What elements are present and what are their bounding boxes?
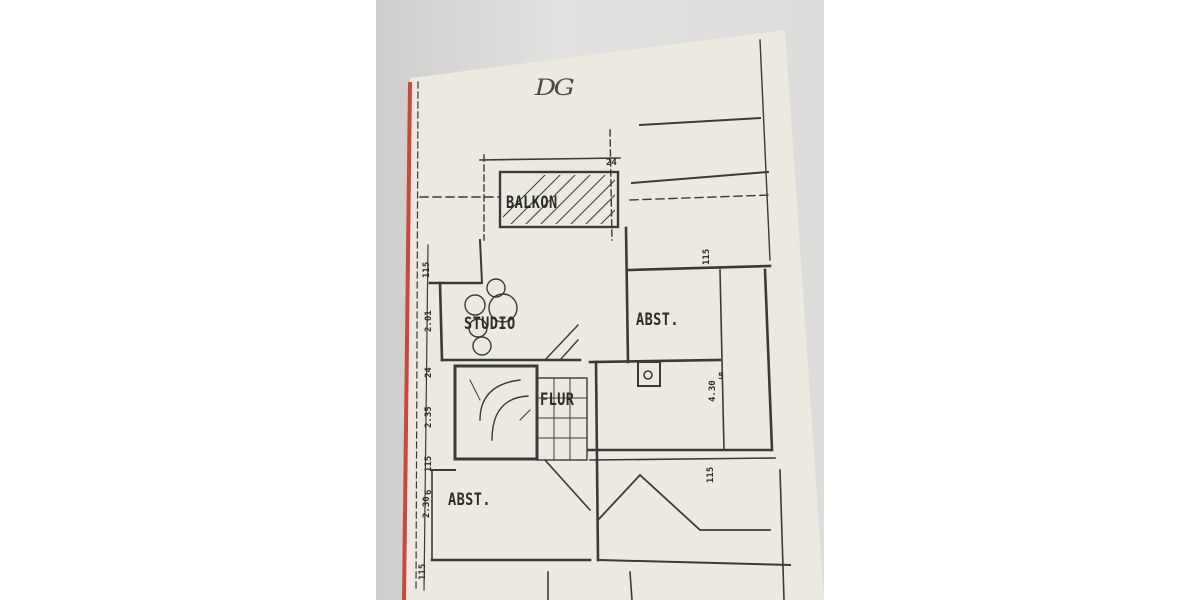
dim-115-right-bottom: 115 bbox=[706, 466, 716, 483]
dim-24-balkon: 24 bbox=[606, 158, 617, 168]
dim-5: 5 bbox=[718, 372, 724, 382]
floor-title: DG bbox=[534, 76, 575, 101]
dim-115-mid-left: 115 bbox=[424, 455, 434, 472]
room-label-flur: FLUR bbox=[540, 390, 575, 410]
dim-24: 24 bbox=[424, 367, 434, 378]
dim-4-30: 4.30 bbox=[708, 380, 718, 402]
room-label-studio: STUDIO bbox=[464, 314, 516, 334]
dim-115-bottom-left: 115 bbox=[418, 563, 428, 580]
dim-2-35: 2.35 bbox=[424, 406, 434, 428]
dim-2-01: 2.01 bbox=[424, 310, 434, 332]
red-margin-line bbox=[402, 81, 412, 600]
room-label-abst-bottom: ABST. bbox=[448, 490, 491, 510]
balcony-hatching bbox=[503, 175, 615, 224]
dim-115-right-top: 115 bbox=[702, 248, 712, 265]
room-label-balkon: BALKON bbox=[506, 193, 558, 213]
dim-2-30: 2.30 bbox=[422, 496, 432, 518]
dim-115-top-left: 115 bbox=[422, 261, 432, 278]
dim-6: 6 bbox=[424, 489, 434, 495]
room-label-abst-right: ABST. bbox=[636, 310, 679, 330]
plan-walls bbox=[415, 39, 792, 600]
